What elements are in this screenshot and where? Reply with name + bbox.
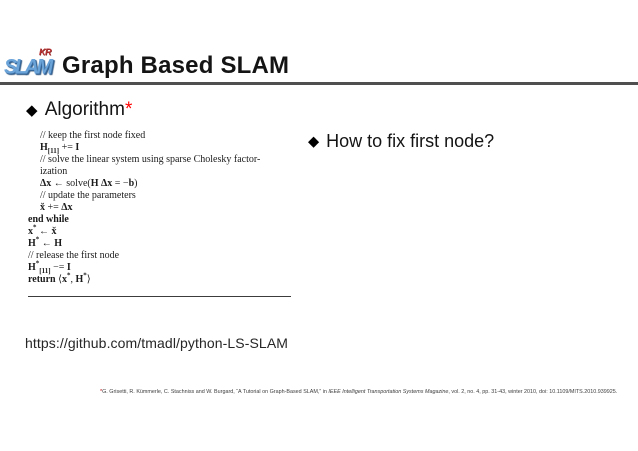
header-divider [0,82,638,85]
code-line: // solve the linear system using sparse … [40,154,261,165]
footnote-reference-mark: * [124,99,133,120]
diamond-bullet-icon: ◆ [26,102,38,119]
code-line: x̆ += Δx [40,202,73,213]
code-line: x* ← x̆ [28,223,57,237]
logo-kr-superscript: KR [39,47,52,57]
code-line: // release the first node [28,250,120,261]
code-line: Δx ← solve(H Δx = −b) [40,178,138,189]
question-text: How to fix first node? [326,131,495,151]
footnote-text-before: G. Grisetti, R. Kümmerle, C. Stachniss a… [102,388,329,394]
code-line: end while [28,214,69,225]
code-line: H* ← H [28,235,63,249]
code-line: ization [40,166,68,177]
code-line: // keep the first node fixed [40,130,146,141]
citation-footnote: *G. Grisetti, R. Kümmerle, C. Stachniss … [100,388,638,394]
github-repo-link[interactable]: https://github.com/tmadl/python-LS-SLAM [25,335,289,351]
code-line: return ⟨x*, H*⟩ [28,271,91,285]
footnote-marker: * [100,388,103,394]
question-bullet: ◆ How to fix first node? [308,131,494,152]
page-title: Graph Based SLAM [62,52,290,79]
code-line: H*[11] −= I [28,259,71,275]
diamond-bullet-icon: ◆ [308,133,320,150]
logo-slam-text: SLAM [4,55,53,79]
algorithm-section-heading: ◆ Algorithm* [26,99,132,121]
code-line: H[11] += I [40,142,80,155]
algorithm-heading-label: Algorithm* [44,99,133,120]
footnote-journal-name: IEEE Intelligent Transportation Systems … [328,388,449,394]
footnote-text-after: , vol. 2, no. 4, pp. 31-43, winter 2010,… [448,388,618,394]
slamkr-logo: SLAM KR [3,47,59,85]
pseudocode-bottom-rule [28,296,291,297]
code-line: // update the parameters [40,190,136,201]
